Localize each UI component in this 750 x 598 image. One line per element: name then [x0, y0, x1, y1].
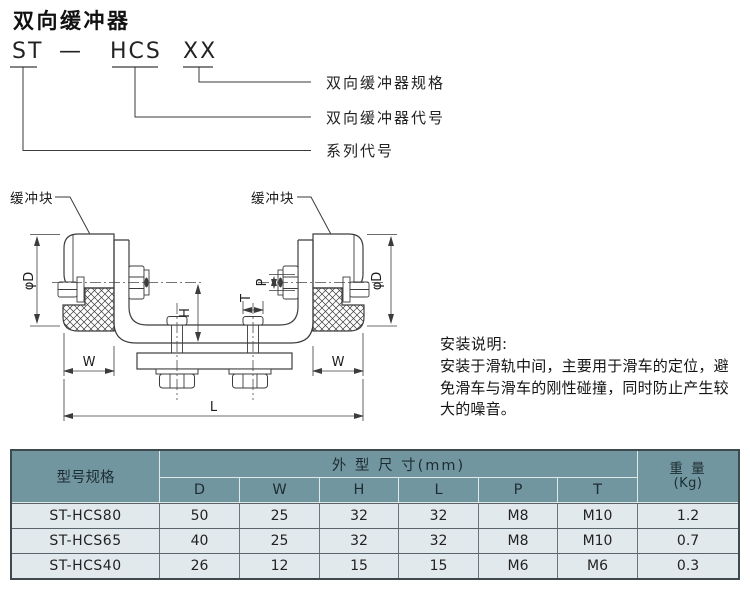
cell-P: M8 — [479, 503, 558, 528]
col-header-L: L — [399, 478, 479, 503]
dim-P-label: P — [255, 278, 270, 286]
cell-H: 32 — [320, 503, 399, 528]
spec-table: 型号规格 外 型 尺 寸(mm) 重 量 (Kg) D W H L P T ST… — [10, 449, 741, 580]
cell-W: 12 — [240, 553, 320, 578]
cell-T: M10 — [558, 528, 639, 553]
center-bolts — [166, 316, 264, 353]
cell-P: M6 — [479, 553, 558, 578]
dim-W-left-label: W — [83, 355, 96, 370]
buffer-block-left-label: 缓冲块 — [10, 191, 54, 207]
cell-model: ST-HCS65 — [12, 528, 160, 553]
cell-D: 50 — [160, 503, 240, 528]
dim-W-right-label: W — [332, 355, 345, 370]
cell-model: ST-HCS40 — [12, 553, 160, 578]
buffer-block-right — [312, 233, 370, 303]
cell-L: 32 — [399, 528, 479, 553]
installation-line-2: 免滑车与滑车的刚性碰撞，同时防止产生较 — [440, 378, 729, 397]
col-header-dimensions: 外 型 尺 寸(mm) — [160, 451, 639, 478]
cell-L: 32 — [399, 503, 479, 528]
callout-spec-label: 双向缓冲器规格 — [326, 74, 446, 92]
col-header-weight: 重 量 (Kg) — [638, 451, 739, 503]
cell-P: M8 — [479, 528, 558, 553]
installation-line-3: 大的噪音。 — [440, 400, 517, 418]
installation-heading: 安装说明: — [440, 335, 508, 353]
table-row: ST-HCS80 50 25 32 32 M8 M10 1.2 — [12, 503, 739, 528]
cell-weight: 0.3 — [638, 553, 739, 578]
model-code-series: ST — [12, 39, 44, 64]
cell-weight: 1.2 — [638, 503, 739, 528]
dimension-lines — [30, 234, 397, 421]
rubber-pad-right — [312, 287, 365, 332]
col-header-model: 型号规格 — [12, 451, 160, 503]
u-bracket — [113, 239, 314, 344]
col-header-P: P — [479, 478, 558, 503]
weight-header-line1: 重 量 — [669, 461, 707, 477]
buffer-block-right-label: 缓冲块 — [251, 191, 295, 207]
callout-code-label: 双向缓冲器代号 — [326, 109, 446, 127]
model-code-dash: — — [59, 39, 81, 64]
dim-phiD-left-label: φD — [22, 272, 37, 291]
cell-T: M10 — [558, 503, 639, 528]
installation-line-1: 安装于滑轨中间，主要用于滑车的定位，避 — [440, 357, 729, 375]
table-row: ST-HCS40 26 12 15 15 M6 M6 0.3 — [12, 553, 739, 578]
dim-phiD-right-label: φD — [370, 272, 385, 291]
model-code-type: HCS — [110, 39, 162, 64]
cell-D: 26 — [160, 553, 240, 578]
model-code-callout-lines — [10, 66, 311, 151]
table-row: ST-HCS65 40 25 32 32 M8 M10 0.7 — [12, 528, 739, 553]
cell-H: 15 — [320, 553, 399, 578]
col-header-W: W — [240, 478, 320, 503]
callout-series-label: 系列代号 — [326, 142, 395, 160]
centerlines — [52, 282, 383, 400]
cell-weight: 0.7 — [638, 528, 739, 553]
hex-nuts — [155, 368, 272, 389]
cell-L: 15 — [399, 553, 479, 578]
cell-model: ST-HCS80 — [12, 503, 160, 528]
model-code-spec: XX — [183, 39, 218, 64]
cell-W: 25 — [240, 528, 320, 553]
dim-L-label: L — [210, 400, 218, 415]
col-header-H: H — [320, 478, 399, 503]
buffer-block-left — [57, 233, 115, 303]
weight-header-line2: (Kg) — [673, 476, 703, 491]
col-header-T: T — [558, 478, 639, 503]
installation-notes: 安装说明: 安装于滑轨中间，主要用于滑车的定位，避 免滑车与滑车的刚性碰撞，同时… — [440, 334, 740, 421]
technical-drawing: 缓冲块 缓冲块 — [10, 191, 397, 421]
page-title: 双向缓冲器 — [13, 9, 131, 33]
cell-D: 40 — [160, 528, 240, 553]
dim-T-label: T — [239, 294, 254, 303]
dim-H-label: H — [178, 308, 193, 318]
cell-H: 32 — [320, 528, 399, 553]
col-header-D: D — [160, 478, 240, 503]
cell-T: M6 — [558, 553, 639, 578]
base-plate — [136, 352, 293, 370]
rubber-pad-left — [62, 287, 115, 332]
cell-W: 25 — [240, 503, 320, 528]
